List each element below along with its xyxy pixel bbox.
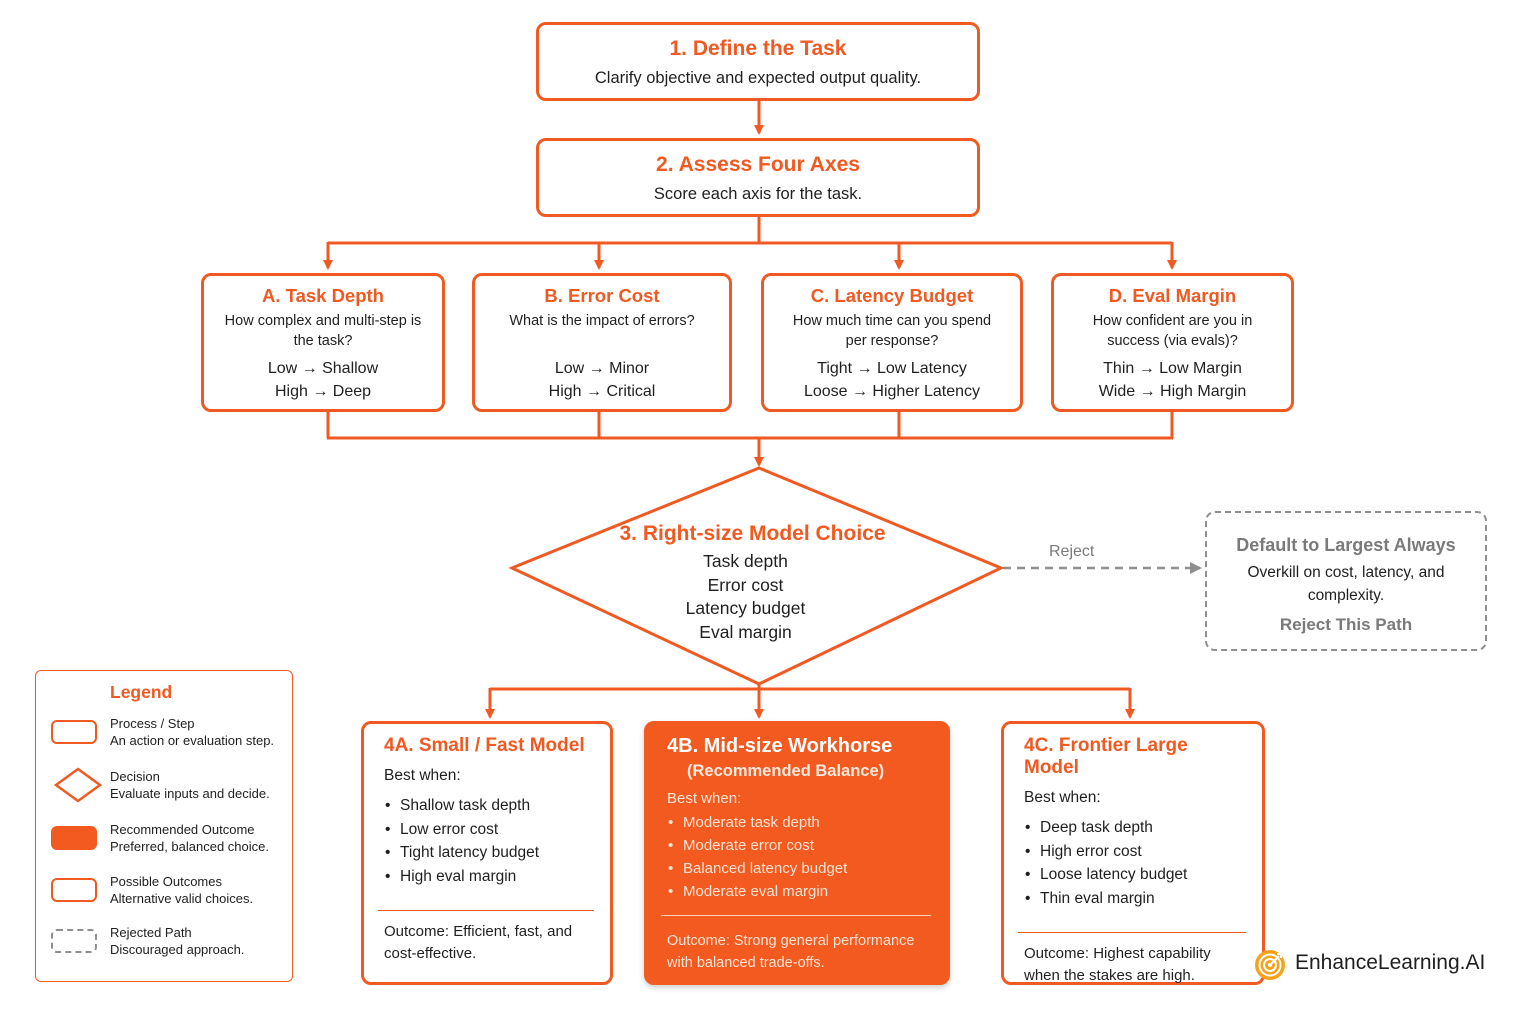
legend-item-description: An action or evaluation step. [110, 733, 275, 748]
list-item: Balanced latency budget [667, 857, 927, 880]
step-assess-axes: 2. Assess Four Axes Score each axis for … [536, 138, 980, 217]
decision-input-error-cost: Error cost [707, 574, 784, 595]
axis-error-cost-question: What is the impact of errors? [509, 313, 695, 329]
decision-input-task-depth: Task depth [703, 551, 788, 571]
outcome-divider [378, 910, 594, 911]
axis-task-depth-low: Low → Shallow [267, 360, 379, 377]
outcome-mid-size-workhorse: 4B. Mid-size Workhorse (Recommended Bala… [644, 721, 950, 985]
axis-latency-budget-high: Loose → Higher Latency [803, 383, 981, 400]
legend-item-name: Decision [110, 769, 160, 784]
decision-input-eval-margin: Eval margin [699, 621, 792, 642]
axis-eval-margin-low: Thin → Low Margin [1103, 360, 1242, 377]
axis-latency-budget-question: How much time can you spend per response… [792, 313, 992, 349]
outcome-mid-size-result: Outcome: Strong general performance with… [667, 933, 915, 971]
list-item: High eval margin [384, 865, 590, 889]
list-item: Deep task depth [1024, 816, 1242, 840]
step-define-task-subtitle: Clarify objective and expected output qu… [594, 69, 922, 87]
process-shape-icon [51, 720, 97, 744]
legend-item-possible: Possible Outcomes Alternative valid choi… [36, 873, 292, 913]
outcome-mid-size-title: 4B. Mid-size Workhorse [667, 735, 893, 757]
axis-eval-margin-title: D. Eval Margin [1108, 285, 1237, 306]
rejected-shape-icon [51, 929, 97, 953]
outcome-frontier-best-when: Best when: [1024, 789, 1101, 806]
axis-error-cost: B. Error Cost What is the impact of erro… [472, 273, 732, 412]
list-item: Moderate eval margin [667, 880, 927, 903]
step-define-task: 1. Define the Task Clarify objective and… [536, 22, 980, 101]
outcome-divider [1018, 932, 1246, 933]
legend-item-process: Process / Step An action or evaluation s… [36, 715, 292, 755]
list-item: Tight latency budget [384, 841, 590, 865]
reject-arrow-label: Reject [1049, 543, 1095, 560]
rejected-path-title: Default to Largest Always [1236, 535, 1456, 555]
legend-item-recommended: Recommended Outcome Preferred, balanced … [36, 821, 292, 861]
list-item: High error cost [1024, 840, 1242, 864]
axis-latency-budget-title: C. Latency Budget [810, 285, 974, 306]
legend-item-name: Recommended Outcome [110, 822, 255, 837]
target-logo-icon [1255, 950, 1285, 980]
axis-error-cost-high: High → Critical [548, 383, 656, 400]
axis-latency-budget: C. Latency Budget How much time can you … [761, 273, 1023, 412]
legend-item-name: Process / Step [110, 716, 195, 731]
outcome-small-fast-result: Outcome: Efficient, fast, and cost-effec… [384, 923, 573, 962]
legend-item-description: Evaluate inputs and decide. [110, 786, 270, 801]
rejected-path-description: Overkill on cost, latency, and complexit… [1247, 564, 1445, 604]
axis-eval-margin-question: How confident are you in success (via ev… [1092, 313, 1253, 349]
legend: Legend Process / Step An action or evalu… [35, 670, 293, 982]
decision-title: 3. Right-size Model Choice [619, 522, 886, 545]
list-item: Thin eval margin [1024, 887, 1242, 911]
axis-task-depth-question: How complex and multi-step is the task? [224, 313, 422, 349]
axis-eval-margin: D. Eval Margin How confident are you in … [1051, 273, 1294, 412]
outcome-mid-size-bullets: Moderate task depth Moderate error cost … [667, 811, 927, 903]
list-item: Shallow task depth [384, 794, 590, 818]
outcome-frontier-large-model: 4C. Frontier Large Model Best when: Deep… [1001, 721, 1265, 985]
outcome-mid-size-subtitle: (Recommended Balance) [687, 762, 885, 780]
legend-item-description: Alternative valid choices. [110, 891, 254, 906]
outcome-frontier-bullets: Deep task depth High error cost Loose la… [1024, 816, 1242, 910]
axis-latency-budget-low: Tight → Low Latency [817, 360, 967, 377]
outcome-mid-size-best-when: Best when: [667, 790, 742, 807]
axis-error-cost-title: B. Error Cost [544, 285, 660, 306]
axis-task-depth-title: A. Task Depth [262, 285, 384, 306]
legend-item-rejected: Rejected Path Discouraged approach. [36, 924, 292, 964]
legend-item-decision: Decision Evaluate inputs and decide. [36, 767, 292, 808]
outcome-frontier-title: 4C. Frontier Large Model [1024, 735, 1188, 778]
legend-item-name: Rejected Path [110, 925, 192, 940]
step-assess-axes-title: 2. Assess Four Axes [656, 153, 860, 176]
list-item: Moderate error cost [667, 834, 927, 857]
possible-outcome-shape-icon [51, 878, 97, 902]
axis-task-depth-high: High → Deep [274, 383, 372, 400]
outcome-small-fast-best-when: Best when: [384, 767, 461, 784]
list-item: Loose latency budget [1024, 863, 1242, 887]
legend-item-description: Discouraged approach. [110, 942, 245, 957]
legend-title: Legend [110, 682, 173, 702]
outcome-small-fast-bullets: Shallow task depth Low error cost Tight … [384, 794, 590, 888]
axis-task-depth: A. Task Depth How complex and multi-step… [201, 273, 445, 412]
legend-item-name: Possible Outcomes [110, 874, 222, 889]
legend-item-description: Preferred, balanced choice. [110, 839, 269, 854]
axis-eval-margin-high: Wide → High Margin [1098, 383, 1247, 400]
step-define-task-title: 1. Define the Task [669, 37, 847, 60]
rejected-path-box: Default to Largest Always Overkill on co… [1205, 511, 1487, 651]
outcome-frontier-result: Outcome: Highest capability when the sta… [1024, 945, 1211, 984]
outcome-small-fast-model: 4A. Small / Fast Model Best when: Shallo… [361, 721, 613, 985]
brand-name: EnhanceLearning.AI [1295, 951, 1486, 974]
list-item: Moderate task depth [667, 811, 927, 834]
decision-content: 3. Right-size Model Choice Task depth Er… [560, 522, 945, 644]
recommended-shape-icon [51, 826, 97, 850]
outcome-small-fast-title: 4A. Small / Fast Model [384, 735, 585, 756]
axis-error-cost-low: Low → Minor [554, 360, 650, 377]
rejected-path-footer: Reject This Path [1279, 615, 1413, 634]
step-assess-axes-subtitle: Score each axis for the task. [653, 185, 863, 203]
list-item: Low error cost [384, 818, 590, 842]
decision-input-latency-budget: Latency budget [685, 598, 806, 618]
outcome-divider [661, 915, 931, 916]
decision-shape-icon [54, 767, 102, 803]
